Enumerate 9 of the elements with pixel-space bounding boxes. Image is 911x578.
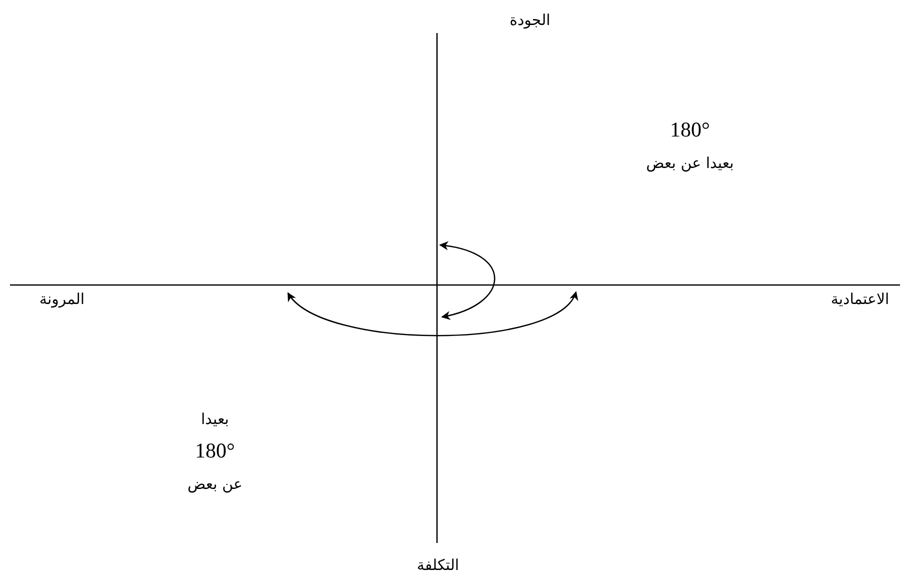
axis-label: 180° [195,438,235,464]
axis-label: عن بعض [188,475,242,493]
axis-label: الاعتمادية [830,290,890,308]
axis-label: بعيدا [201,410,229,428]
axis-label: 180° [670,117,710,143]
axis-label: التكلفة [416,556,460,574]
axis-label: بعيدا عن بعض [646,154,734,172]
axis-label: المرونة [39,290,85,308]
axis-label: الجودة [510,11,550,29]
